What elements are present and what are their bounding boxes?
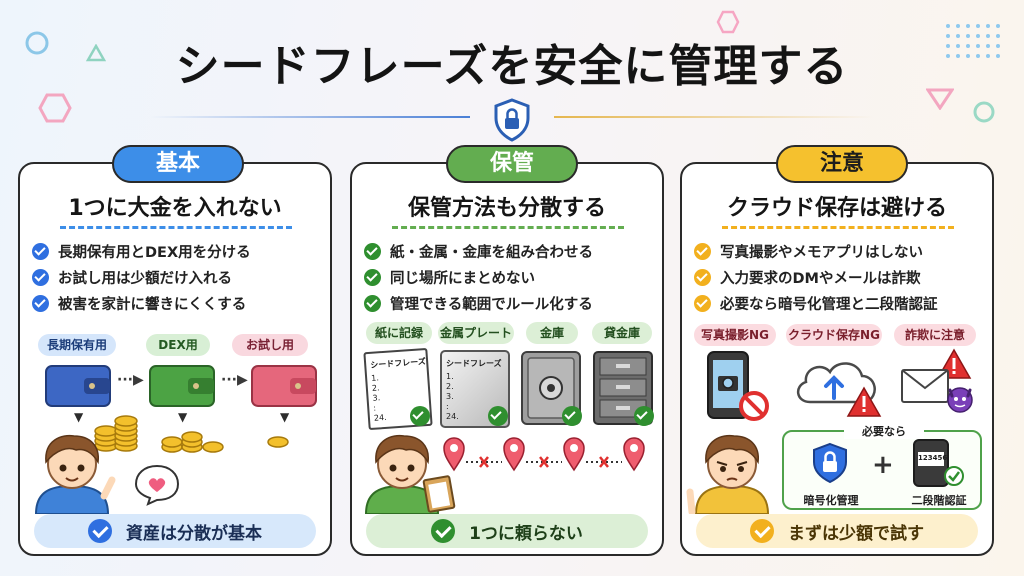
decorative-hexagon [38, 93, 72, 123]
twofa-label: 二段階認証 [911, 494, 967, 507]
arrow-down-icon: ▼ [280, 410, 290, 424]
check-icon [364, 268, 381, 286]
check-circle-icon [750, 519, 774, 543]
check-item: 同じ場所にまとめない [364, 264, 593, 290]
arrow-down-icon: ▼ [74, 410, 84, 424]
check-item: お試し用は少額だけ入れる [32, 264, 251, 290]
heart-bubble-icon [134, 464, 180, 506]
coins-medium-icon [161, 431, 224, 453]
phone-camera-ng-icon [707, 351, 769, 421]
cloud-upload-ng-icon [797, 362, 882, 417]
decorative-triangle [926, 88, 954, 110]
tag-caution: 注意 [776, 145, 908, 183]
check-icon [694, 294, 711, 312]
boy-worried-icon [686, 434, 770, 514]
check-icon [364, 242, 381, 260]
boy-with-clipboard-icon [364, 434, 456, 514]
check-icon [694, 268, 711, 286]
plus-icon: + [872, 450, 894, 480]
label-photo-ng: 写真撮影NG [694, 324, 776, 346]
card-heading: 保管方法も分散する [407, 196, 606, 221]
two-factor-phone-icon [913, 439, 964, 487]
check-list: 長期保有用とDEX用を分ける お試し用は少額だけ入れる 被害を家計に響きにくくす… [32, 238, 251, 316]
decorative-triangle [86, 44, 106, 62]
check-list: 写真撮影やメモアプリはしない 入力要求のDMやメールは詐欺 必要なら暗号化管理と… [694, 238, 938, 316]
check-list: 紙・金属・金庫を組み合わせる 同じ場所にまとめない 管理できる範囲でルール化する [364, 238, 593, 316]
card-storage: 保管方法も分散する 紙・金属・金庫を組み合わせる 同じ場所にまとめない 管理でき… [350, 162, 664, 556]
coins-large-icon [94, 415, 138, 452]
label-safe: 金庫 [526, 322, 578, 344]
decorative-circle [973, 101, 995, 123]
tag-basic: 基本 [112, 145, 244, 183]
tag-storage: 保管 [446, 145, 578, 183]
arrow-right-icon: ···▶ [117, 372, 144, 388]
coin-small-icon [267, 436, 289, 448]
decorative-dots [946, 24, 1000, 58]
decorative-hexagon [716, 10, 740, 34]
label-metal-plate: 金属プレート [438, 322, 514, 344]
label-fraud-warning: 詐欺に注意 [894, 324, 976, 346]
boy-character-icon [34, 434, 116, 514]
safe-deposit-box-icon [593, 351, 653, 425]
dashed-divider [60, 226, 292, 229]
label-paper: 紙に記録 [366, 322, 432, 344]
arrow-down-icon: ▼ [178, 410, 188, 424]
label-safe-deposit: 貸金庫 [592, 322, 652, 344]
shield-lock-icon [492, 98, 532, 142]
check-circle-icon [88, 519, 112, 543]
bottom-summary: まずは少額で試す [696, 514, 978, 548]
check-icon [562, 406, 582, 426]
check-item: 被害を家計に響きにくくする [32, 290, 251, 316]
security-recommendation-box: 必要なら + 123456 暗号化管理 二段階認証 [782, 423, 982, 510]
label-cloud-ng: クラウド保存NG [786, 324, 882, 346]
location-pins-icon [443, 437, 645, 472]
dashed-divider [722, 226, 954, 229]
bottom-summary: 1つに頼らない [366, 514, 648, 548]
check-icon [694, 242, 711, 260]
check-item: 入力要求のDMやメールは詐欺 [694, 264, 938, 290]
wallet-green-icon [149, 365, 215, 407]
label-long-term: 長期保有用 [38, 334, 116, 356]
paper-label: シードフレーズ [369, 357, 427, 370]
wallet-pink-icon [251, 365, 317, 407]
dashed-divider [392, 226, 624, 229]
check-icon [32, 242, 49, 260]
twofa-code: 123456 [918, 454, 948, 462]
arrow-right-icon: ···▶ [221, 372, 248, 388]
envelope-fraud-icon [901, 348, 973, 413]
shield-lock-icon [813, 442, 847, 484]
label-trial: お試し用 [232, 334, 308, 356]
card-basic: 1つに大金を入れない 長期保有用とDEX用を分ける お試し用は少額だけ入れる 被… [18, 162, 332, 556]
plate-label: シードフレーズ [446, 359, 502, 368]
check-item: 長期保有用とDEX用を分ける [32, 238, 251, 264]
safe-icon [521, 351, 581, 425]
card-heading: 1つに大金を入れない [68, 196, 282, 221]
check-item: 管理できる範囲でルール化する [364, 290, 593, 316]
encrypt-label: 暗号化管理 [803, 494, 859, 507]
check-icon [364, 294, 381, 312]
check-item: 紙・金属・金庫を組み合わせる [364, 238, 593, 264]
card-caution: クラウド保存は避ける 写真撮影やメモアプリはしない 入力要求のDMやメールは詐欺… [680, 162, 994, 556]
title-divider-left [150, 116, 470, 118]
check-icon [410, 406, 430, 426]
page-title: シードフレーズを安全に管理する [175, 41, 849, 92]
check-item: 必要なら暗号化管理と二段階認証 [694, 290, 938, 316]
check-item: 写真撮影やメモアプリはしない [694, 238, 938, 264]
title-divider-right [554, 116, 874, 118]
decorative-circle [25, 31, 49, 55]
bottom-summary: 資産は分散が基本 [34, 514, 316, 548]
label-dex: DEX用 [146, 334, 210, 356]
check-icon [488, 406, 508, 426]
wallet-blue-icon [45, 365, 111, 407]
check-icon [634, 406, 654, 426]
check-icon [32, 268, 49, 286]
check-icon [32, 294, 49, 312]
card-heading: クラウド保存は避ける [726, 196, 947, 221]
check-circle-icon [431, 519, 456, 543]
box-label: 必要なら [844, 423, 924, 439]
